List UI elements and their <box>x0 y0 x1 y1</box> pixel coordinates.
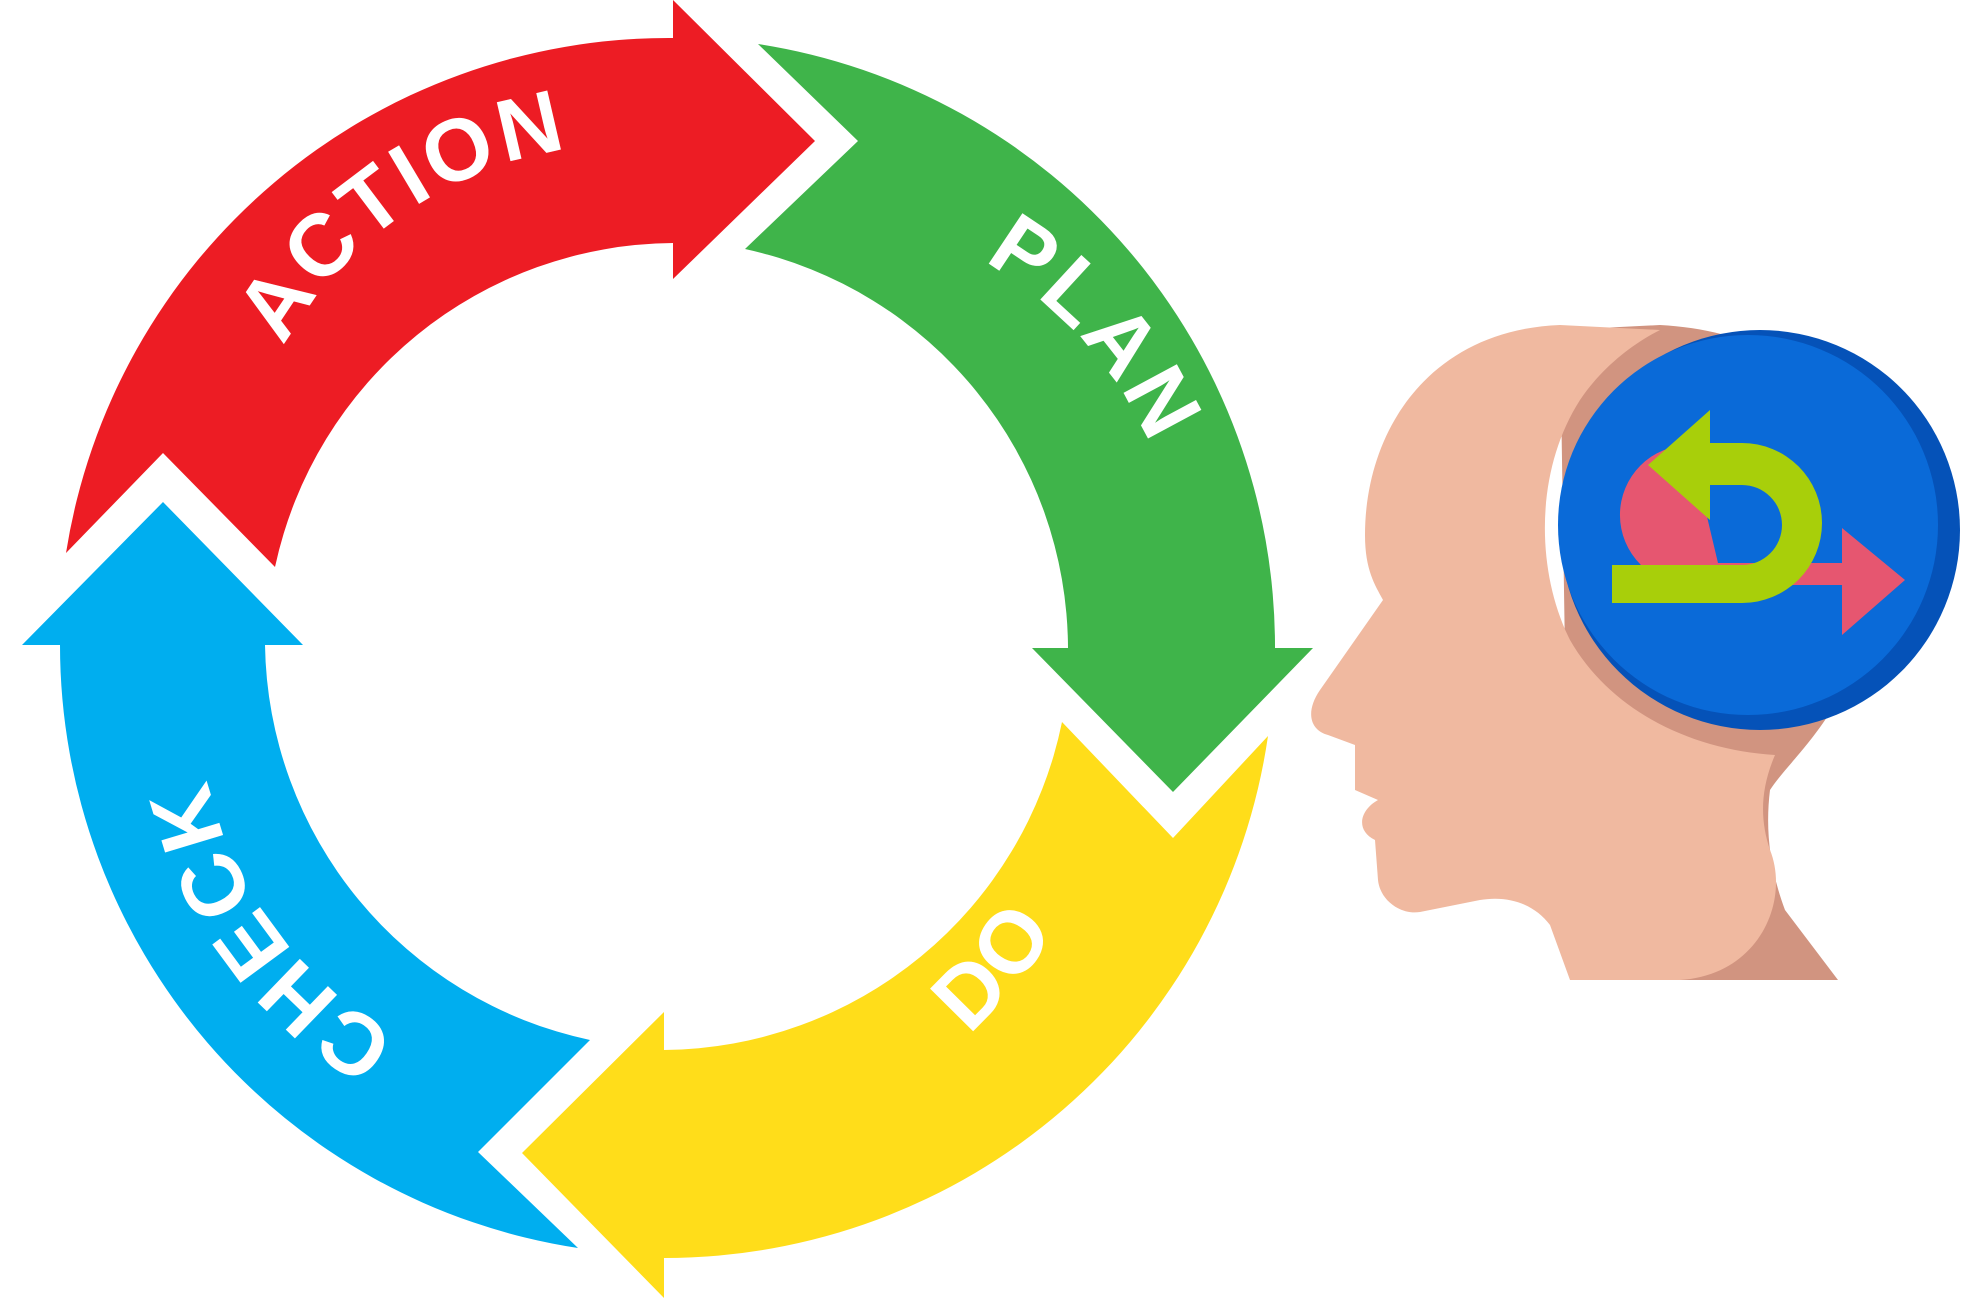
check-arrow <box>22 502 590 1248</box>
head-face <box>1311 325 1776 980</box>
action-arrow <box>66 0 815 567</box>
iteration-circle <box>1558 335 1938 715</box>
plan-arrow <box>745 44 1313 792</box>
do-arrow <box>522 722 1268 1298</box>
green-loop-arrow-icon <box>1612 410 1822 603</box>
